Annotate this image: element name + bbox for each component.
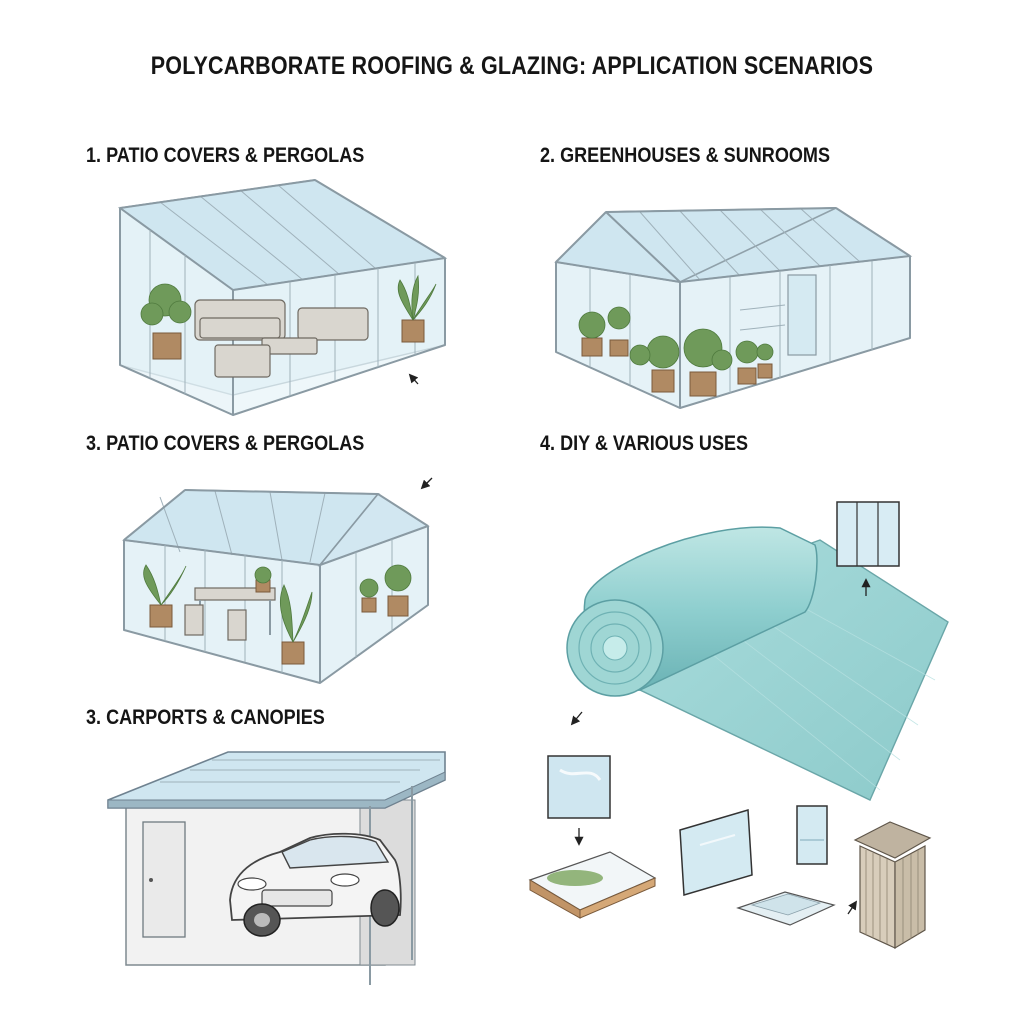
patio-lean-to-illustration xyxy=(117,179,448,417)
patio-gable-arrow xyxy=(420,477,433,490)
heading-patio-covers-3: 3. PATIO COVERS & PERGOLAS xyxy=(86,432,365,455)
greenhouse-illustration xyxy=(554,207,913,409)
diy-uses-illustration xyxy=(528,501,949,950)
page-title: POLYCARBORATE ROOFING & GLAZING: APPLICA… xyxy=(150,52,874,80)
carport-illustration xyxy=(107,751,446,985)
shed-roof xyxy=(853,821,932,859)
square-pane-icon xyxy=(547,755,611,819)
shed-arrow xyxy=(847,900,858,915)
shed-front xyxy=(894,845,926,950)
small-window-icon xyxy=(796,805,828,865)
roll-arrow xyxy=(570,711,583,726)
tilted-pane-icon xyxy=(679,809,753,896)
heading-patio-covers-1: 1. PATIO COVERS & PERGOLAS xyxy=(86,144,365,167)
heading-carports: 3. CARPORTS & CANOPIES xyxy=(86,706,325,729)
patio-gable-illustration xyxy=(122,477,433,684)
shed-side xyxy=(859,845,896,949)
heading-greenhouses: 2. GREENHOUSES & SUNROOMS xyxy=(540,144,831,167)
heading-diy-uses: 4. DIY & VARIOUS USES xyxy=(540,432,749,455)
window-pane-icon xyxy=(836,501,900,567)
patio-arrow xyxy=(408,373,419,385)
